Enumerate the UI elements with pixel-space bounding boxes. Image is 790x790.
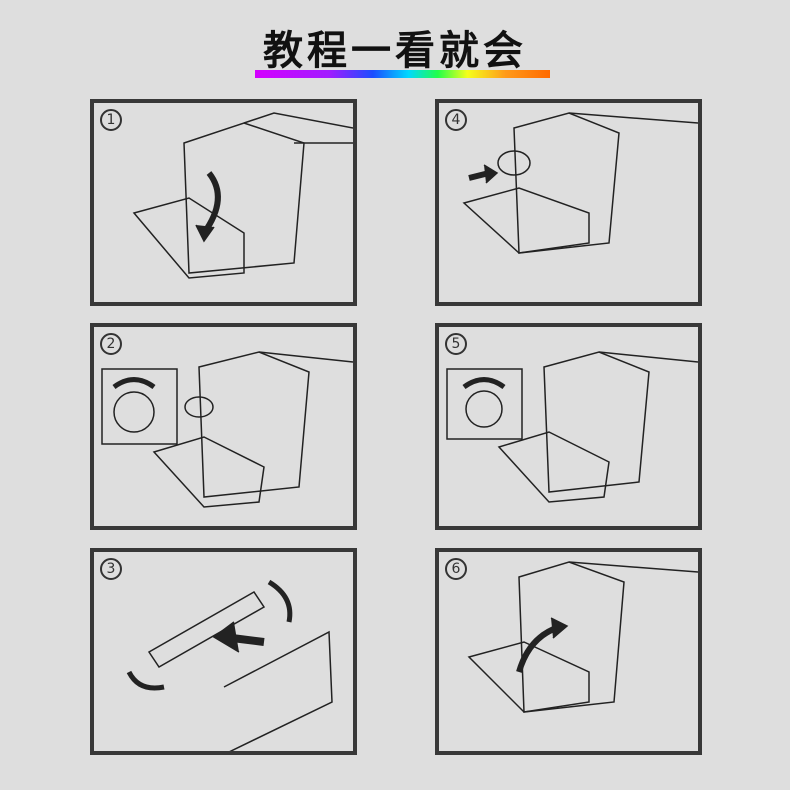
step-panel-3: 3 bbox=[90, 548, 357, 755]
page-title: 教程一看就会 bbox=[263, 28, 527, 74]
step-number: 2 bbox=[100, 333, 122, 355]
step-number: 4 bbox=[445, 109, 467, 131]
step-number: 1 bbox=[100, 109, 122, 131]
step-panel-5: 5 bbox=[435, 323, 702, 530]
step-number: 6 bbox=[445, 558, 467, 580]
open-front-door-illustration bbox=[132, 112, 353, 279]
rotate-cartridge-illustration bbox=[101, 351, 353, 508]
step-number: 5 bbox=[445, 333, 467, 355]
lock-cartridge-illustration bbox=[446, 351, 698, 503]
shake-cartridge-illustration bbox=[126, 579, 333, 751]
insert-cartridge-illustration bbox=[462, 112, 698, 254]
rainbow-underline bbox=[255, 70, 550, 78]
step-panel-2: 2 bbox=[90, 323, 357, 530]
step-panel-6: 6 bbox=[435, 548, 702, 755]
close-front-door-illustration bbox=[467, 561, 698, 713]
step-number: 3 bbox=[100, 558, 122, 580]
step-panel-1: 1 bbox=[90, 99, 357, 306]
step-panel-4: 4 bbox=[435, 99, 702, 306]
